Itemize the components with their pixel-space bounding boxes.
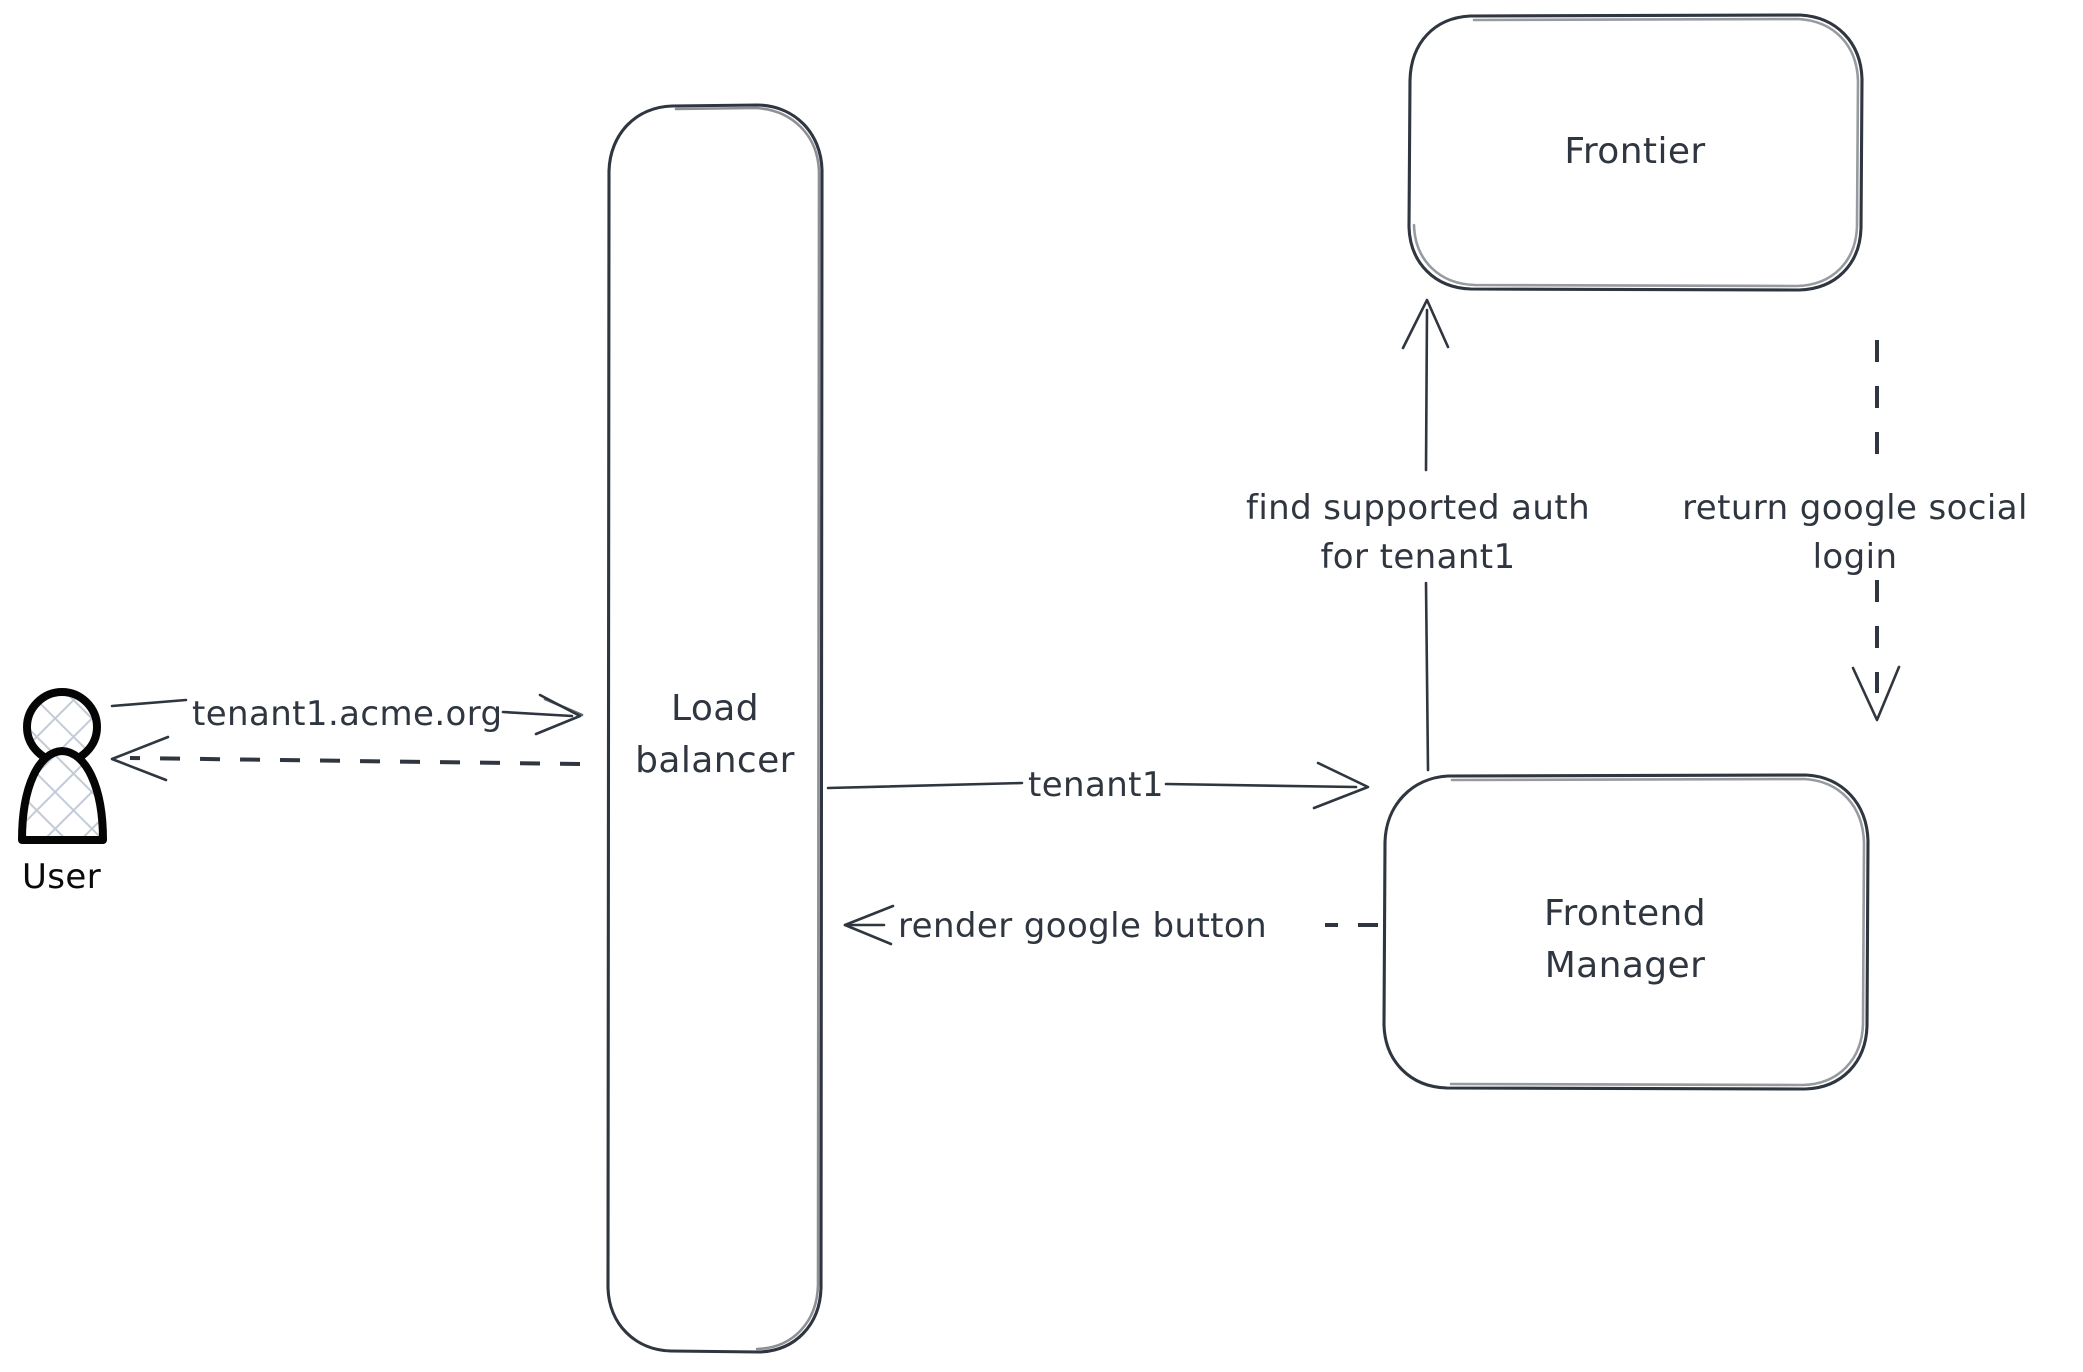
edge-fm-to-frontier-label-line1: find supported auth (1246, 488, 1590, 528)
edge-lb-to-user[interactable] (110, 735, 581, 782)
edge-user-to-lb[interactable]: tenant1.acme.org (110, 693, 584, 736)
edge-lb-to-user-arrowhead (110, 735, 170, 782)
edge-lb-to-fm[interactable]: tenant1 (826, 761, 1370, 810)
edge-fm-to-frontier-label-line2: for tenant1 (1320, 537, 1515, 577)
node-user[interactable]: User (18, 688, 107, 897)
load-balancer-label-line2: balancer (635, 740, 795, 781)
node-frontend-manager[interactable]: Frontend Manager (1382, 773, 1870, 1091)
edge-lb-to-fm-arrowhead (1312, 761, 1370, 810)
load-balancer-label-line1: Load (671, 688, 759, 729)
frontier-label: Frontier (1564, 131, 1705, 172)
user-body-fill (24, 753, 101, 839)
frontend-manager-label-line2: Manager (1545, 945, 1706, 986)
load-balancer-shape (606, 103, 824, 1354)
edge-lb-to-fm-label: tenant1 (1028, 765, 1164, 805)
edge-lb-to-fm-line-left (826, 781, 1024, 790)
edge-user-to-lb-line-right (501, 710, 574, 718)
edge-fm-to-lb-label: render google button (898, 906, 1267, 946)
edge-frontier-to-fm[interactable]: return google social login (1682, 340, 2028, 722)
edge-user-to-lb-arrowhead-2 (543, 697, 584, 717)
edge-frontier-to-fm-label-line2: login (1813, 537, 1898, 577)
user-label: User (22, 857, 101, 897)
edge-lb-to-fm-line-right (1164, 782, 1358, 789)
frontier-shape (1407, 13, 1864, 292)
edge-user-to-lb-label: tenant1.acme.org (192, 694, 503, 734)
node-frontier[interactable]: Frontier (1407, 13, 1864, 292)
frontend-manager-shape-overstroke (1449, 777, 1866, 1087)
frontend-manager-label-line1: Frontend (1544, 893, 1706, 934)
node-load-balancer[interactable]: Load balancer (606, 103, 824, 1354)
edge-frontier-to-fm-label-line1: return google social (1682, 488, 2028, 528)
user-head-fill (28, 693, 96, 761)
edge-fm-to-lb[interactable]: render google button (843, 904, 1378, 946)
edge-fm-to-frontier-line-upper (1424, 308, 1429, 472)
frontier-shape-overstroke (1412, 17, 1860, 288)
edge-user-to-lb-line-left (110, 698, 188, 708)
frontend-manager-shape (1382, 773, 1870, 1091)
edge-fm-to-frontier[interactable]: find supported auth for tenant1 (1246, 298, 1590, 772)
edge-fm-to-frontier-arrowhead (1401, 298, 1450, 350)
edge-fm-to-frontier-line-lower (1424, 581, 1430, 772)
load-balancer-shape-overstroke (674, 106, 821, 1351)
edge-frontier-to-fm-arrowhead (1851, 665, 1901, 722)
user-body-icon (18, 747, 107, 844)
edge-lb-to-user-line (129, 756, 581, 766)
